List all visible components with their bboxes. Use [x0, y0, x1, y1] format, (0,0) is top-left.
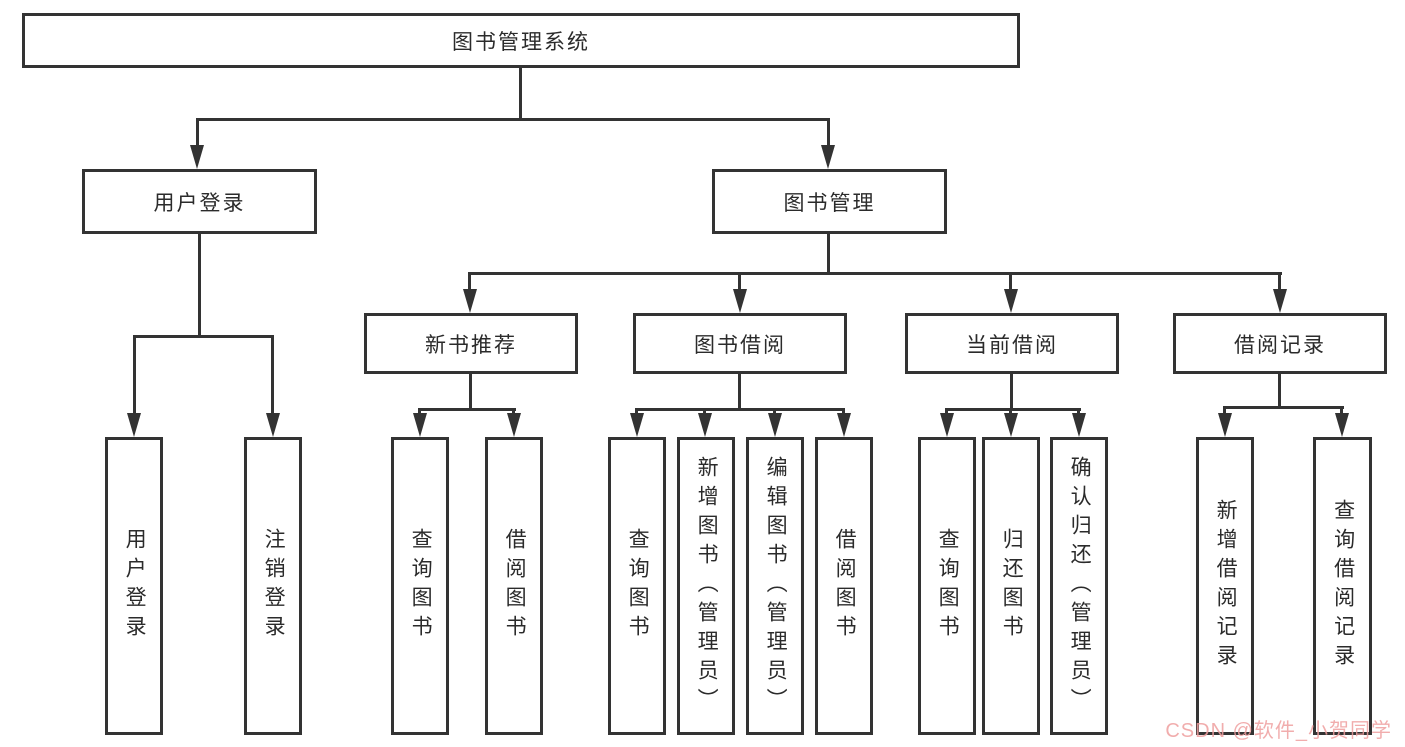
- node-label: 编辑图书（管理员）: [764, 455, 788, 717]
- connector-line: [738, 374, 741, 410]
- arrowhead-icon: [1072, 413, 1086, 437]
- leaf-borrow-books-recommend: 借阅图书: [485, 437, 543, 735]
- node-label: 查询借阅记录: [1331, 499, 1355, 673]
- arrowhead-icon: [1218, 413, 1232, 437]
- node-label: 确认归还（管理员）: [1068, 455, 1092, 717]
- connector-line: [945, 408, 948, 417]
- connector-line: [1009, 408, 1012, 417]
- node-label: 用户登录: [123, 528, 147, 644]
- arrowhead-icon: [507, 413, 521, 437]
- connector-line: [133, 335, 136, 415]
- leaf-add-borrow-record: 新增借阅记录: [1196, 437, 1254, 735]
- node-label: 借阅图书: [833, 528, 857, 644]
- leaf-return-books: 归还图书: [982, 437, 1040, 735]
- node-user-login: 用户登录: [82, 169, 317, 234]
- connector-line: [1340, 406, 1343, 417]
- arrowhead-icon: [768, 413, 782, 437]
- arrowhead-icon: [127, 413, 141, 437]
- connector-line: [271, 335, 274, 415]
- node-new-book-recommend: 新书推荐: [364, 313, 578, 374]
- node-current-borrowing: 当前借阅: [905, 313, 1119, 374]
- node-label: 借阅图书: [503, 528, 527, 644]
- connector-line: [196, 118, 199, 148]
- node-label: 归还图书: [1000, 528, 1024, 644]
- connector-line: [468, 272, 1282, 275]
- leaf-logout: 注销登录: [244, 437, 302, 735]
- node-label: 图书借阅: [694, 333, 786, 357]
- arrowhead-icon: [837, 413, 851, 437]
- node-label: 查询图书: [936, 528, 960, 644]
- node-library-system-root: 图书管理系统: [22, 13, 1020, 68]
- leaf-query-books-borrowing: 查询图书: [608, 437, 666, 735]
- arrowhead-icon: [1273, 289, 1287, 313]
- connector-line: [1278, 374, 1281, 408]
- connector-line: [635, 408, 638, 417]
- connector-line: [519, 68, 522, 121]
- arrowhead-icon: [1335, 413, 1349, 437]
- connector-line: [1077, 408, 1080, 417]
- arrowhead-icon: [821, 145, 835, 169]
- node-label: 查询图书: [409, 528, 433, 644]
- node-label: 当前借阅: [966, 333, 1058, 357]
- arrowhead-icon: [463, 289, 477, 313]
- node-label: 新增图书（管理员）: [695, 455, 719, 717]
- node-book-management: 图书管理: [712, 169, 947, 234]
- arrowhead-icon: [413, 413, 427, 437]
- connector-line: [1223, 406, 1226, 417]
- leaf-add-books-admin: 新增图书（管理员）: [677, 437, 735, 735]
- connector-line: [418, 408, 516, 411]
- arrowhead-icon: [630, 413, 644, 437]
- connector-line: [198, 234, 201, 337]
- connector-line: [738, 272, 741, 292]
- connector-line: [196, 118, 830, 121]
- arrowhead-icon: [190, 145, 204, 169]
- connector-line: [469, 374, 472, 410]
- connector-line: [773, 408, 776, 417]
- csdn-watermark: CSDN @软件_小贺同学: [1165, 720, 1392, 742]
- leaf-borrow-books: 借阅图书: [815, 437, 873, 735]
- node-label: 图书管理系统: [452, 30, 590, 54]
- node-label: 借阅记录: [1234, 333, 1326, 357]
- connector-line: [1009, 272, 1012, 292]
- node-label: 新增借阅记录: [1214, 499, 1238, 673]
- connector-line: [418, 408, 421, 417]
- connector-line: [133, 335, 274, 338]
- arrowhead-icon: [733, 289, 747, 313]
- node-borrow-records: 借阅记录: [1173, 313, 1387, 374]
- leaf-user-login: 用户登录: [105, 437, 163, 735]
- connector-line: [512, 408, 515, 417]
- connector-line: [842, 408, 845, 417]
- connector-line: [945, 408, 1081, 411]
- leaf-edit-books-admin: 编辑图书（管理员）: [746, 437, 804, 735]
- leaf-confirm-return-admin: 确认归还（管理员）: [1050, 437, 1108, 735]
- leaf-query-borrow-record: 查询借阅记录: [1313, 437, 1372, 735]
- arrowhead-icon: [1004, 413, 1018, 437]
- connector-line: [1223, 406, 1344, 409]
- arrowhead-icon: [1004, 289, 1018, 313]
- leaf-query-books-recommend: 查询图书: [391, 437, 449, 735]
- connector-line: [827, 234, 830, 274]
- node-label: 新书推荐: [425, 333, 517, 357]
- node-label: 图书管理: [783, 191, 876, 215]
- arrowhead-icon: [698, 413, 712, 437]
- node-label: 用户登录: [153, 191, 246, 215]
- connector-line: [703, 408, 706, 417]
- leaf-query-books-current: 查询图书: [918, 437, 976, 735]
- node-book-borrowing: 图书借阅: [633, 313, 847, 374]
- node-label: 注销登录: [262, 528, 286, 644]
- arrowhead-icon: [266, 413, 280, 437]
- connector-line: [827, 118, 830, 148]
- connector-line: [1278, 272, 1281, 292]
- connector-line: [1010, 374, 1013, 410]
- connector-line: [468, 272, 471, 292]
- connector-line: [635, 408, 845, 411]
- node-label: 查询图书: [626, 528, 650, 644]
- arrowhead-icon: [940, 413, 954, 437]
